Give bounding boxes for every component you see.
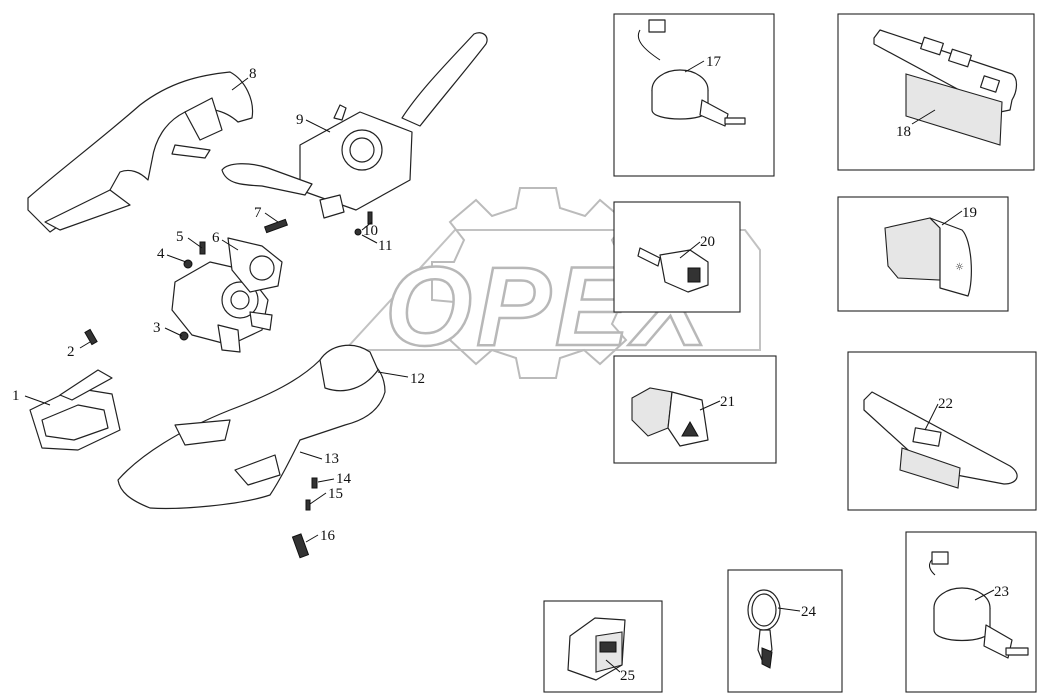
callout-19: 19 [962,205,977,221]
callout-10: 10 [363,223,378,239]
screw-7 [263,218,289,234]
callout-25: 25 [620,668,635,684]
callout-7: 7 [254,205,262,221]
callout-1: 1 [12,388,20,404]
callout-6: 6 [212,230,220,246]
nut-3 [179,331,189,341]
combination-switch [221,32,488,219]
fog-switch: ☼ [884,217,972,297]
sensor-23 [929,551,1029,659]
callout-numbers: 1 2 3 4 5 6 7 8 9 10 11 12 13 14 15 16 1… [12,54,1009,684]
lower-shroud [117,344,386,510]
sensor-17 [637,19,746,127]
upper-shroud [27,71,254,233]
connector-25 [567,617,626,681]
mounting-bracket [29,369,121,451]
callout-8: 8 [249,66,257,82]
washer-11 [354,228,362,236]
callout-23: 23 [994,584,1009,600]
callout-21: 21 [720,394,735,410]
callout-20: 20 [700,234,715,250]
leader-lines [24,60,995,673]
screw-2 [84,328,98,346]
window-switch-panel [873,29,1018,146]
clip-14 [311,477,318,489]
callout-17: 17 [706,54,722,70]
ring-clip-24 [747,589,781,669]
callout-16: 16 [320,528,336,544]
callout-2: 2 [67,344,75,360]
fasteners [84,211,373,559]
screw-16 [291,533,310,559]
detail-box-24 [727,569,843,693]
screw-5 [199,241,206,255]
connector-20 [637,247,709,293]
callout-13: 13 [324,451,339,467]
ignition-lock-assembly [171,237,283,353]
callout-4: 4 [157,246,165,262]
fog-light-icon: ☼ [955,262,964,273]
clip-15 [305,499,311,511]
hazard-triangle-icon [681,420,699,437]
callout-3: 3 [153,320,161,336]
callout-12: 12 [410,371,425,387]
callout-9: 9 [296,112,304,128]
callout-22: 22 [938,396,953,412]
callout-18: 18 [896,124,911,140]
callout-24: 24 [801,604,817,620]
callout-15: 15 [328,486,343,502]
callout-5: 5 [176,229,184,245]
window-switch-single [863,391,1018,489]
callout-11: 11 [378,238,392,254]
callout-14: 14 [336,471,352,487]
hazard-switch [631,387,709,447]
